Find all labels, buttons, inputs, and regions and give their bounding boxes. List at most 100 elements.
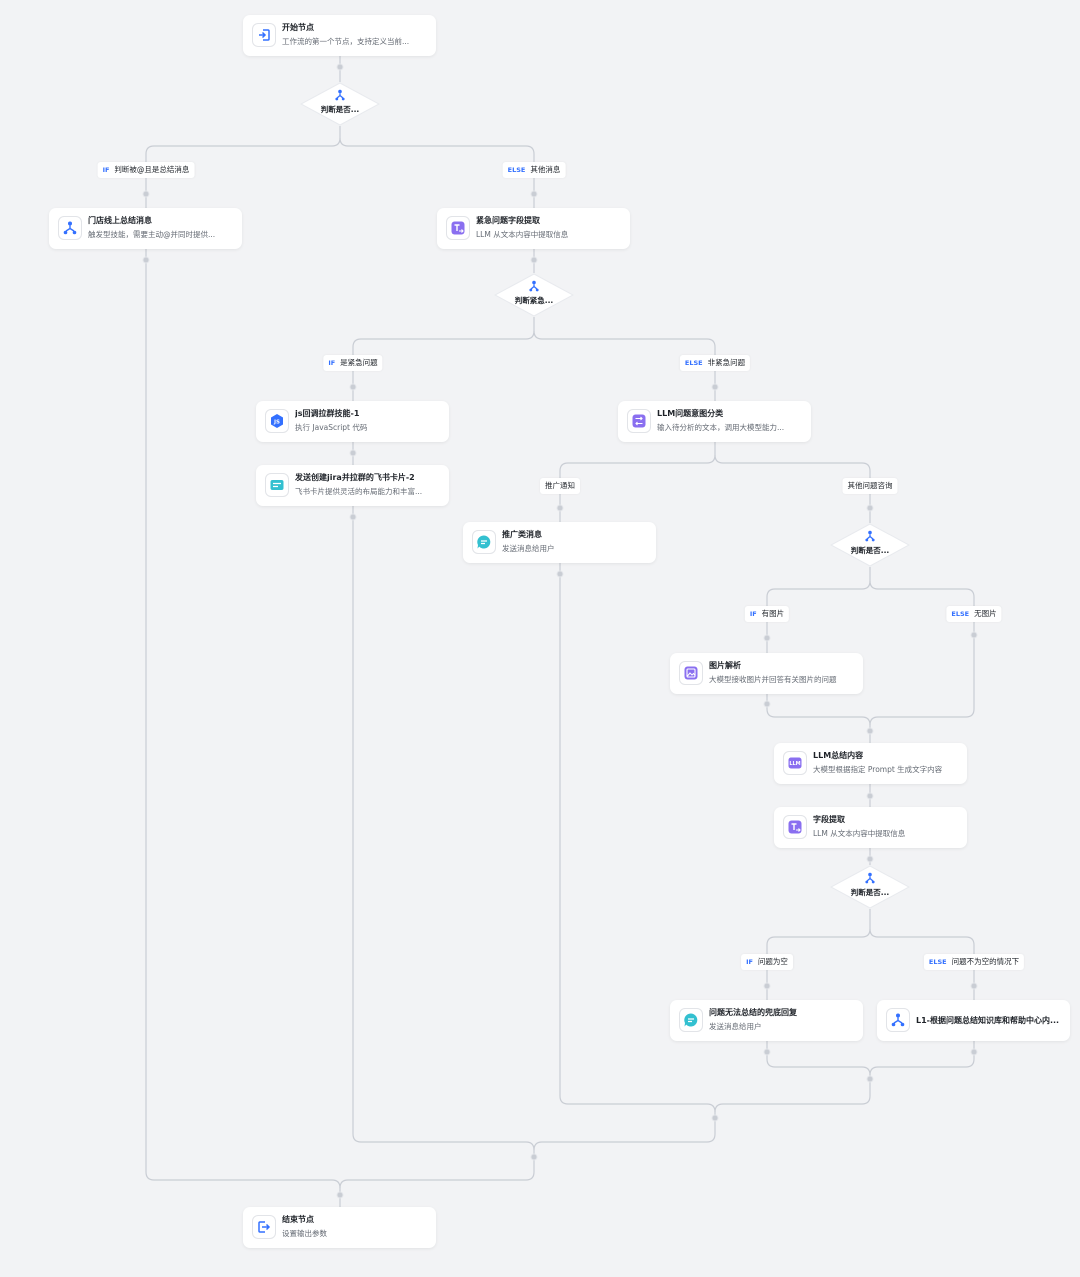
condition-node-3[interactable]: 判断是否...: [830, 523, 910, 567]
end-icon: [252, 1215, 276, 1239]
connection-port[interactable]: [556, 504, 564, 512]
connection-port[interactable]: [866, 727, 874, 735]
image-icon: [679, 661, 703, 685]
connection-port[interactable]: [142, 190, 150, 198]
promo-message-node[interactable]: 推广类消息 发送消息给用户: [463, 522, 656, 563]
start-node[interactable]: 开始节点 工作流的第一个节点，支持定义当前...: [243, 15, 436, 56]
node-title: 紧急问题字段提取: [476, 216, 540, 225]
condition-node-4[interactable]: 判断是否...: [830, 865, 910, 909]
node-subtitle: 设置输出参数: [282, 1229, 327, 1238]
connection-port[interactable]: [866, 504, 874, 512]
node-subtitle: 发送消息给用户: [502, 544, 555, 553]
skill-icon: [58, 216, 82, 240]
feishu-card-node[interactable]: 发送创建jira并拉群的飞书卡片-2 飞书卡片提供灵活的布局能力和丰富...: [256, 465, 449, 506]
connection-port[interactable]: [711, 383, 719, 391]
connection-port[interactable]: [866, 855, 874, 863]
connection-port[interactable]: [336, 63, 344, 71]
node-title: L1-根据问题总结知识库和帮助中心内...: [916, 1016, 1060, 1025]
extract-icon: [783, 815, 807, 839]
field-extract-node[interactable]: 字段提取 LLM 从文本内容中提取信息: [774, 807, 967, 848]
connection-port[interactable]: [970, 631, 978, 639]
node-subtitle: LLM 从文本内容中提取信息: [813, 829, 906, 838]
connection-port[interactable]: [349, 449, 357, 457]
connection-port[interactable]: [763, 700, 771, 708]
connection-port[interactable]: [336, 1191, 344, 1199]
connection-port[interactable]: [763, 634, 771, 642]
condition-diamond-shape: [830, 523, 910, 567]
l1-knowledge-node[interactable]: L1-根据问题总结知识库和帮助中心内...: [877, 1000, 1070, 1041]
condition-icon: [335, 89, 345, 101]
connection-port[interactable]: [142, 256, 150, 264]
branch-label-promo[interactable]: 推广通知: [540, 478, 580, 494]
node-subtitle: LLM 从文本内容中提取信息: [476, 230, 569, 239]
node-title: 门店线上总结消息: [88, 216, 152, 225]
node-subtitle: 大模型根据指定 Prompt 生成文字内容: [813, 765, 943, 774]
condition-diamond-shape: [830, 865, 910, 909]
llm-summary-node[interactable]: LLM LLM总结内容 大模型根据指定 Prompt 生成文字内容: [774, 743, 967, 784]
connection-port[interactable]: [530, 256, 538, 264]
condition-label: 判断紧急...: [514, 296, 554, 305]
connection-port[interactable]: [530, 190, 538, 198]
node-title: LLM总结内容: [813, 751, 864, 760]
extract-icon: [446, 216, 470, 240]
branch-label-other[interactable]: 其他问题咨询: [842, 478, 898, 494]
connection-port[interactable]: [866, 1075, 874, 1083]
end-node[interactable]: 结束节点 设置输出参数: [243, 1207, 436, 1248]
js-callback-node[interactable]: JS js回调拉群技能-1 执行 JavaScript 代码: [256, 401, 449, 442]
connection-port[interactable]: [349, 383, 357, 391]
svg-text:JS: JS: [273, 420, 280, 426]
condition-node-1[interactable]: 判断是否...: [300, 82, 380, 126]
connection-port[interactable]: [763, 1048, 771, 1056]
node-title: 字段提取: [813, 815, 845, 824]
condition-icon: [865, 530, 875, 542]
condition-diamond-shape: [300, 82, 380, 126]
node-title: 问题无法总结的兜底回复: [709, 1008, 797, 1017]
fallback-reply-node[interactable]: 问题无法总结的兜底回复 发送消息给用户: [670, 1000, 863, 1041]
node-title: 结束节点: [282, 1215, 314, 1224]
connection-port[interactable]: [970, 982, 978, 990]
connection-port[interactable]: [349, 513, 357, 521]
condition-label: 判断是否...: [850, 546, 890, 555]
connection-port[interactable]: [556, 570, 564, 578]
condition-node-2[interactable]: 判断紧急...: [494, 273, 574, 317]
connection-port[interactable]: [866, 792, 874, 800]
node-subtitle: 输入待分析的文本，调用大模型能力...: [657, 423, 785, 432]
start-icon: [252, 23, 276, 47]
node-title: 推广类消息: [502, 530, 542, 539]
card-icon: [265, 473, 289, 497]
connection-port[interactable]: [763, 982, 771, 990]
node-subtitle: 大模型接收图片并回答有关图片的问题: [709, 675, 837, 684]
intent-classify-node[interactable]: LLM问题意图分类 输入待分析的文本，调用大模型能力...: [618, 401, 811, 442]
message-icon: [679, 1008, 703, 1032]
skill-icon: [886, 1008, 910, 1032]
store-summary-node[interactable]: 门店线上总结消息 触发型技能，需要主动@并同时提供...: [49, 208, 242, 249]
condition-label: 判断是否...: [850, 888, 890, 897]
node-subtitle: 工作流的第一个节点，支持定义当前...: [282, 37, 410, 46]
node-title: 开始节点: [282, 23, 314, 32]
connection-port[interactable]: [530, 1153, 538, 1161]
connection-port[interactable]: [711, 1114, 719, 1122]
node-title: js回调拉群技能-1: [295, 409, 360, 418]
node-subtitle: 触发型技能，需要主动@并同时提供...: [88, 230, 216, 239]
message-icon: [472, 530, 496, 554]
condition-label: 判断是否...: [320, 105, 360, 114]
image-parse-node[interactable]: 图片解析 大模型接收图片并回答有关图片的问题: [670, 653, 863, 694]
connection-port[interactable]: [970, 1048, 978, 1056]
svg-text:LLM: LLM: [789, 761, 800, 767]
node-subtitle: 执行 JavaScript 代码: [295, 423, 368, 432]
urgent-extract-node[interactable]: 紧急问题字段提取 LLM 从文本内容中提取信息: [437, 208, 630, 249]
node-title: LLM问题意图分类: [657, 409, 724, 418]
node-subtitle: 发送消息给用户: [709, 1022, 762, 1031]
node-title: 发送创建jira并拉群的飞书卡片-2: [295, 473, 415, 482]
node-subtitle: 飞书卡片提供灵活的布局能力和丰富...: [295, 487, 423, 496]
llm-icon: LLM: [783, 751, 807, 775]
